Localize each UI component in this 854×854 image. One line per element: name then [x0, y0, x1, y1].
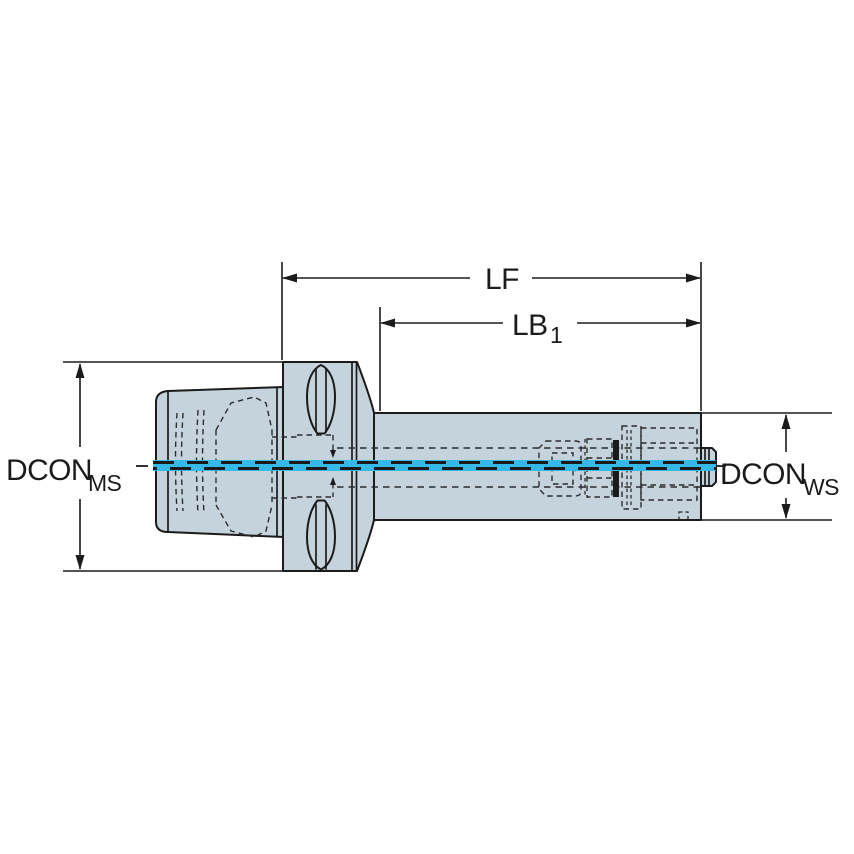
centerline-cyan-band — [153, 460, 716, 471]
lb1-subscript: 1 — [550, 322, 562, 348]
dcon-ws-label: DCON — [720, 458, 806, 491]
dcon-ms-arrow-up — [75, 363, 85, 378]
centerline — [136, 460, 726, 471]
lb1-arrow-right — [686, 318, 701, 328]
drive-slot-top — [306, 364, 336, 435]
lb1-dimension: LB 1 — [379, 307, 701, 411]
lf-label: LF — [485, 263, 519, 296]
lf-dimension: LF — [281, 262, 702, 411]
mechanism-body — [538, 440, 582, 497]
dcon-ws-subscript: WS — [803, 474, 839, 500]
dcon-ms-subscript: MS — [88, 470, 122, 496]
polygon-lobe-bottom — [215, 504, 273, 538]
dcon-ws-arrow-up — [781, 414, 791, 429]
lf-arrow-right — [686, 273, 701, 283]
lb1-arrow-left — [380, 318, 395, 328]
dcon-ms-label: DCON — [6, 454, 92, 487]
flange-bore-arrow-up — [330, 477, 336, 485]
drive-slot-bottom — [306, 499, 336, 571]
polygon-lobe-top — [215, 396, 273, 431]
set-screw-marker — [678, 511, 689, 521]
lf-arrow-left — [282, 273, 297, 283]
lb1-label: LB — [512, 309, 548, 342]
dcon-ws-arrow-down — [781, 504, 791, 519]
flange-bore-arrow-down — [330, 450, 336, 458]
dcon-ws-dimension: DCON WS — [701, 412, 840, 521]
dcon-ms-arrow-down — [75, 555, 85, 570]
tool-body — [155, 361, 717, 572]
dcon-ms-dimension: DCON MS — [6, 361, 284, 572]
